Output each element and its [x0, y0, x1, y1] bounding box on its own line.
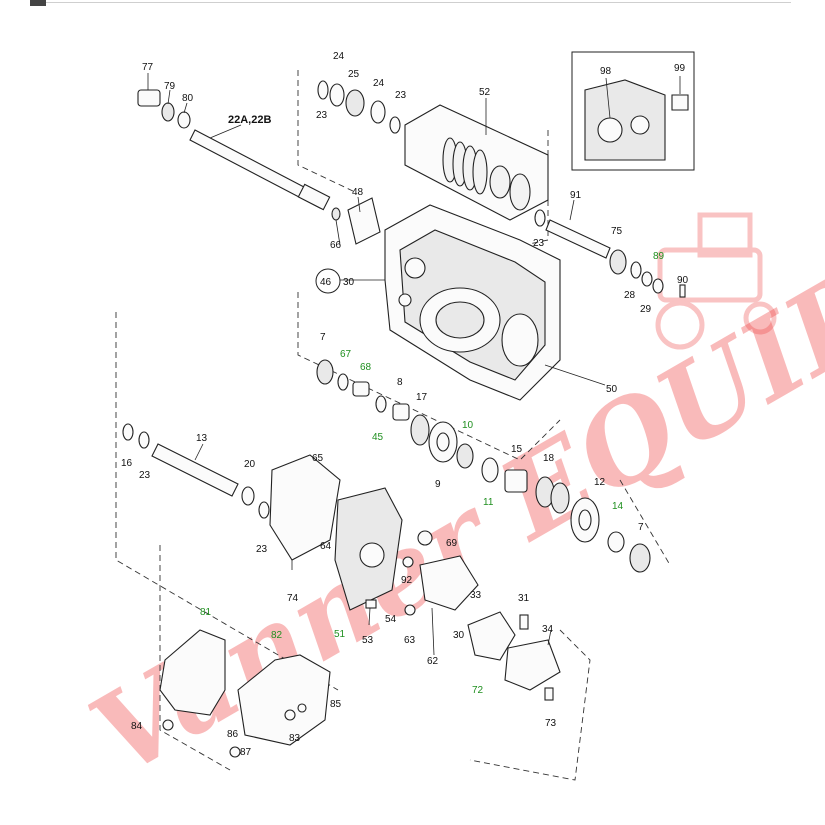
label-64: 64 — [320, 541, 332, 552]
label-13: 13 — [196, 433, 208, 444]
label-91: 91 — [570, 190, 582, 201]
label-75: 75 — [611, 226, 623, 237]
label-45: 45 — [372, 432, 384, 443]
label-98: 98 — [600, 66, 612, 77]
label-18: 18 — [543, 453, 555, 464]
leader-lines — [147, 73, 606, 656]
label-8: 8 — [397, 377, 403, 388]
label-23d: 23 — [139, 470, 151, 481]
label-48: 48 — [352, 187, 364, 198]
label-92: 92 — [401, 575, 413, 586]
top-divider — [46, 2, 791, 3]
label-11: 11 — [483, 497, 494, 508]
label-50: 50 — [606, 384, 618, 395]
bottom-right-parts — [467, 611, 561, 701]
middle-gear-train — [316, 359, 651, 573]
shaft-91 — [534, 209, 686, 298]
boundary-right — [619, 479, 671, 566]
label-68: 68 — [360, 362, 372, 373]
label-69: 69 — [446, 538, 458, 549]
small-parts-top — [137, 80, 401, 245]
label-30a: 30 — [343, 277, 355, 288]
gasket-cover — [269, 454, 479, 616]
label-52: 52 — [479, 87, 491, 98]
label-24a: 24 — [333, 51, 345, 62]
label-67: 67 — [340, 349, 352, 360]
label-23e: 23 — [256, 544, 268, 555]
boundary-bottom-left — [159, 545, 231, 771]
label-14: 14 — [612, 501, 624, 512]
label-84: 84 — [131, 721, 143, 732]
shaft-13 — [122, 423, 270, 519]
label-20: 20 — [244, 459, 256, 470]
label-99: 99 — [674, 63, 686, 74]
tractor-icon — [655, 212, 777, 350]
clutch-assembly — [404, 104, 549, 221]
label-29: 29 — [640, 304, 652, 315]
label-23b: 23 — [395, 90, 407, 101]
label-7a: 7 — [320, 332, 326, 343]
label-23a: 23 — [316, 110, 328, 121]
inset-housing — [584, 79, 666, 161]
label-12: 12 — [594, 477, 606, 488]
label-81: 81 — [200, 607, 212, 618]
label-10: 10 — [462, 420, 474, 431]
label-74: 74 — [287, 593, 299, 604]
label-72: 72 — [472, 685, 484, 696]
callout-circle-46 — [315, 268, 341, 294]
label-77: 77 — [142, 62, 154, 73]
label-17: 17 — [416, 392, 428, 403]
brackets — [159, 629, 331, 758]
label-62: 62 — [427, 656, 439, 667]
label-65: 65 — [312, 453, 324, 464]
part-labels: 77 79 80 22A,22B 24 25 24 23 23 52 98 99… — [121, 51, 689, 758]
shaft-22 — [189, 129, 331, 211]
inset-bolt — [671, 94, 689, 111]
label-79: 79 — [164, 81, 176, 92]
label-90: 90 — [677, 275, 689, 286]
label-23c: 23 — [533, 238, 545, 249]
label-24b: 24 — [373, 78, 385, 89]
label-46: 46 — [320, 277, 332, 288]
label-51: 51 — [334, 629, 346, 640]
inset-detail — [571, 51, 695, 171]
label-83: 83 — [289, 733, 301, 744]
label-34: 34 — [542, 624, 554, 635]
label-7b: 7 — [638, 522, 644, 533]
label-85: 85 — [330, 699, 342, 710]
label-73: 73 — [545, 718, 557, 729]
boundary-bottom-right — [469, 629, 591, 781]
boundary-top-left — [297, 70, 356, 193]
label-28: 28 — [624, 290, 636, 301]
label-33: 33 — [470, 590, 482, 601]
boundary-left — [115, 312, 339, 691]
label-16: 16 — [121, 458, 133, 469]
label-54: 54 — [385, 614, 397, 625]
label-66: 66 — [330, 240, 342, 251]
label-22a-22b: 22A,22B — [228, 114, 271, 126]
label-86: 86 — [227, 729, 239, 740]
label-9: 9 — [435, 479, 441, 490]
transmission-case — [384, 204, 561, 401]
label-30b: 30 — [453, 630, 465, 641]
label-87: 87 — [240, 747, 252, 758]
label-82: 82 — [271, 630, 283, 641]
label-89: 89 — [653, 251, 665, 262]
label-80: 80 — [182, 93, 194, 104]
label-63: 63 — [404, 635, 416, 646]
header-tab-marker — [30, 0, 46, 6]
label-31: 31 — [518, 593, 530, 604]
label-15: 15 — [511, 444, 523, 455]
label-25: 25 — [348, 69, 360, 80]
label-53: 53 — [362, 635, 374, 646]
